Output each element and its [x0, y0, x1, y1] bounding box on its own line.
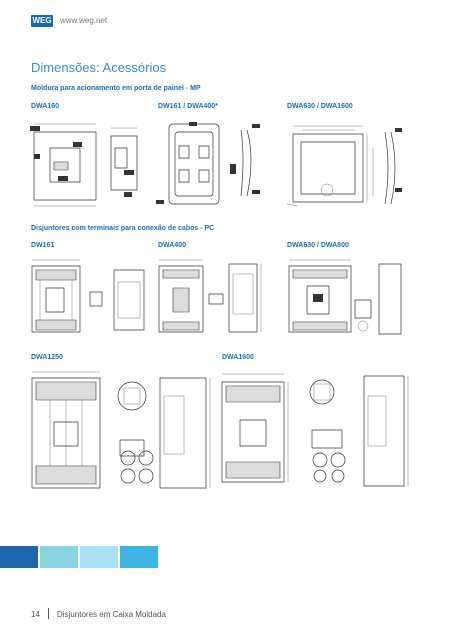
color-square-4 [120, 546, 158, 568]
label-dw161: DW161 [31, 242, 55, 249]
weg-logo: WEG [31, 15, 53, 27]
mp-dwa160-drawing [30, 118, 143, 213]
footer-text: Disjuntores em Caixa Moldada [57, 610, 166, 619]
section-mp-title: Moldura para acionamento em porta de pai… [31, 85, 201, 92]
mp-dw161-drawing [156, 122, 260, 213]
label-dwa1250: DWA1250 [31, 354, 63, 361]
label-dw161-dwa400: DW161 / DWA400* [158, 103, 218, 110]
page-number: 14 [31, 610, 40, 619]
label-dwa400: DWA400 [158, 242, 187, 249]
color-square-3 [80, 546, 118, 568]
footer-divider [48, 608, 49, 619]
header-url[interactable]: www.weg.net [60, 16, 108, 25]
mp-dwa630-drawing [283, 118, 402, 213]
label-dwa1600: DWA1600 [222, 354, 254, 361]
color-square-1 [0, 546, 38, 568]
pc-dw161-drawing [28, 256, 153, 341]
dwa1600-drawing [218, 366, 418, 496]
label-dwa160: DWA160 [31, 103, 60, 110]
page-title: Dimensões: Acessórios [31, 60, 167, 75]
pc-dwa630-drawing [283, 256, 408, 341]
label-dwa630-dwa800: DWA630 / DWA800 [287, 242, 349, 249]
pc-dwa400-drawing [155, 256, 280, 341]
section-pc-title: Disjuntores com terminais para conexão d… [31, 225, 215, 232]
color-square-2 [40, 546, 78, 568]
label-dwa630-dwa1600: DWA630 / DWA1600 [287, 103, 353, 110]
dwa1250-drawing [28, 366, 218, 496]
